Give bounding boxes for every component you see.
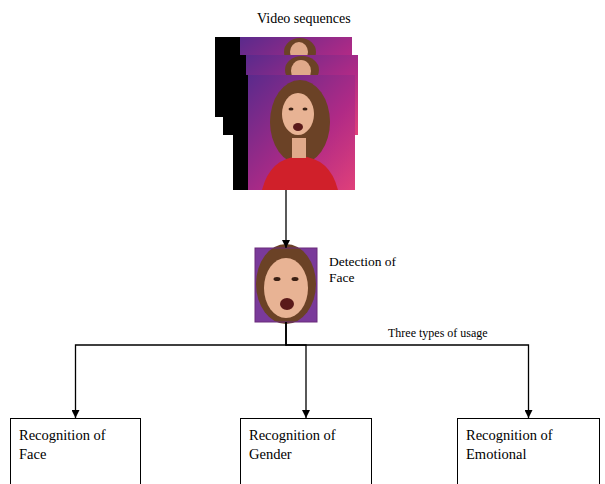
process-box: Recognition of Face: [10, 418, 141, 484]
video-frame: [233, 75, 355, 190]
video-frames: Video sequences: [233, 37, 355, 190]
process-box: Recognition of Gender: [240, 418, 372, 484]
process-box: Recognition of Emotional: [457, 418, 600, 484]
flow-arrow: [286, 322, 529, 418]
step-label: Detection of Face: [329, 254, 421, 286]
box-label: Recognition of Emotional: [466, 426, 591, 464]
box-label: Recognition of Face: [19, 426, 132, 464]
frames-heading: Video sequences: [257, 11, 351, 27]
face-crop: [255, 244, 317, 324]
box-label: Recognition of Gender: [249, 426, 363, 464]
face-image: Detection of Face: [255, 248, 317, 322]
flow-arrow: [76, 322, 287, 418]
flow-arrow: [285, 190, 286, 248]
note-label: Three types of usage: [386, 326, 490, 341]
flow-arrow: [286, 322, 306, 418]
